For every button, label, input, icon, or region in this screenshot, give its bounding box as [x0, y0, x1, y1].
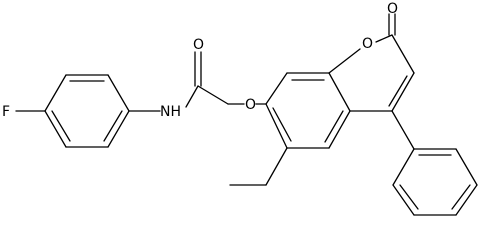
fluorine-atom-label: F [2, 104, 10, 120]
chemical-structure-diagram: F NH O O O O [2, 1, 478, 216]
double-bond-inner [272, 107, 292, 142]
double-bond-inner [388, 75, 408, 107]
bond [328, 110, 351, 149]
amide-oxygen-label: O [193, 37, 204, 53]
double-bond-inner [324, 110, 344, 143]
c-ch2-bond [197, 85, 229, 105]
bond [44, 74, 67, 112]
double-bond-inner [103, 110, 123, 142]
c4-phenyl-bond [391, 110, 415, 150]
bond [391, 72, 415, 112]
bond [265, 72, 288, 105]
bond [328, 72, 351, 112]
ethyl-bond [265, 147, 288, 186]
coumarin-benzo-ring [265, 72, 351, 149]
n-c-bond [185, 85, 199, 108]
bond [392, 184, 415, 216]
bond [107, 74, 130, 112]
bond [455, 184, 478, 216]
structure-canvas: F NH O O O O [2, 1, 478, 216]
bond [328, 48, 361, 74]
amide-nitrogen-label: NH [160, 104, 181, 120]
bond [107, 110, 130, 148]
double-bond-inner [51, 110, 71, 142]
bond [455, 148, 478, 186]
bond [375, 34, 393, 43]
pyranone-ring [328, 34, 415, 112]
ether-oxygen-label: O [245, 97, 256, 113]
bond [265, 103, 288, 149]
double-bond-inner [399, 184, 419, 210]
bond [44, 110, 67, 148]
lactone-oxygen-label: O [387, 1, 398, 17]
fluorophenyl-ring [44, 74, 130, 148]
phenyl-ring [392, 148, 478, 216]
bond [391, 34, 415, 74]
bond [392, 148, 415, 186]
ring-oxygen-label: O [362, 36, 373, 52]
double-bond-inner [451, 184, 471, 210]
